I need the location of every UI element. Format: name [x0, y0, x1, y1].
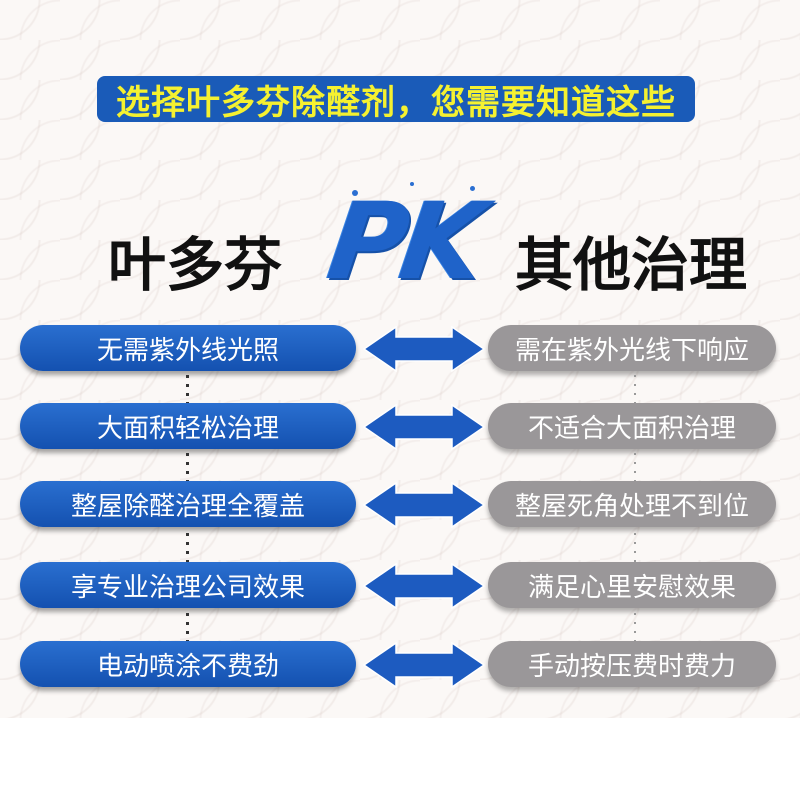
drawback-text: 手动按压费时费力 [527, 651, 736, 682]
double-arrow-icon [362, 562, 486, 610]
advantage-text: 享专业治理公司效果 [70, 572, 305, 603]
double-arrow-icon [362, 481, 486, 529]
brand-name: 叶多芬 [108, 231, 283, 299]
advantage-text: 大面积轻松治理 [96, 413, 279, 444]
advantage-pill: 大面积轻松治理 [20, 403, 356, 449]
advantage-pill: 享专业治理公司效果 [20, 562, 356, 608]
versus-heading: 叶多芬 PK 其他治理 [0, 168, 800, 303]
dotted-connector [186, 613, 189, 643]
dotted-connector [186, 375, 189, 405]
paint-splash-icon [470, 186, 475, 191]
comparison-row: 大面积轻松治理 不适合大面积治理 [0, 403, 800, 451]
header-banner: 选择叶多芬除醛剂，您需要知道这些 [97, 76, 695, 123]
comparison-row: 电动喷涂不费劲 手动按压费时费力 [0, 641, 800, 689]
advantage-text: 电动喷涂不费劲 [96, 651, 279, 682]
pk-logo: PK [321, 180, 487, 303]
drawback-pill: 手动按压费时费力 [488, 641, 776, 687]
drawback-pill: 不适合大面积治理 [488, 403, 776, 449]
advantage-text: 整屋除醛治理全覆盖 [70, 491, 305, 522]
double-arrow-icon [362, 403, 486, 451]
dotted-connector [634, 453, 636, 483]
dotted-connector [186, 533, 189, 563]
competitor-label: 其他治理 [515, 231, 748, 299]
banner-title: 选择叶多芬除醛剂，您需要知道这些 [116, 82, 676, 123]
drawback-pill: 整屋死角处理不到位 [488, 481, 776, 527]
double-arrow-icon [362, 325, 486, 373]
double-arrow-icon [362, 641, 486, 689]
drawback-text: 满足心里安慰效果 [527, 572, 736, 603]
dotted-connector [634, 533, 636, 563]
advantage-pill: 电动喷涂不费劲 [20, 641, 356, 687]
paint-splash-icon [410, 182, 414, 186]
comparison-row: 无需紫外线光照 需在紫外光线下响应 [0, 325, 800, 373]
drawback-pill: 需在紫外光线下响应 [488, 325, 776, 371]
advantage-text: 无需紫外线光照 [96, 335, 279, 366]
drawback-pill: 满足心里安慰效果 [488, 562, 776, 608]
comparison-row: 享专业治理公司效果 满足心里安慰效果 [0, 562, 800, 610]
dotted-connector [634, 375, 636, 405]
dotted-connector [186, 453, 189, 483]
advantage-pill: 无需紫外线光照 [20, 325, 356, 371]
paint-splash-icon [352, 190, 358, 196]
advantage-pill: 整屋除醛治理全覆盖 [20, 481, 356, 527]
drawback-text: 不适合大面积治理 [527, 413, 736, 444]
drawback-text: 整屋死角处理不到位 [514, 491, 749, 522]
comparison-row: 整屋除醛治理全覆盖 整屋死角处理不到位 [0, 481, 800, 529]
drawback-text: 需在紫外光线下响应 [514, 335, 749, 366]
dotted-connector [634, 613, 636, 643]
